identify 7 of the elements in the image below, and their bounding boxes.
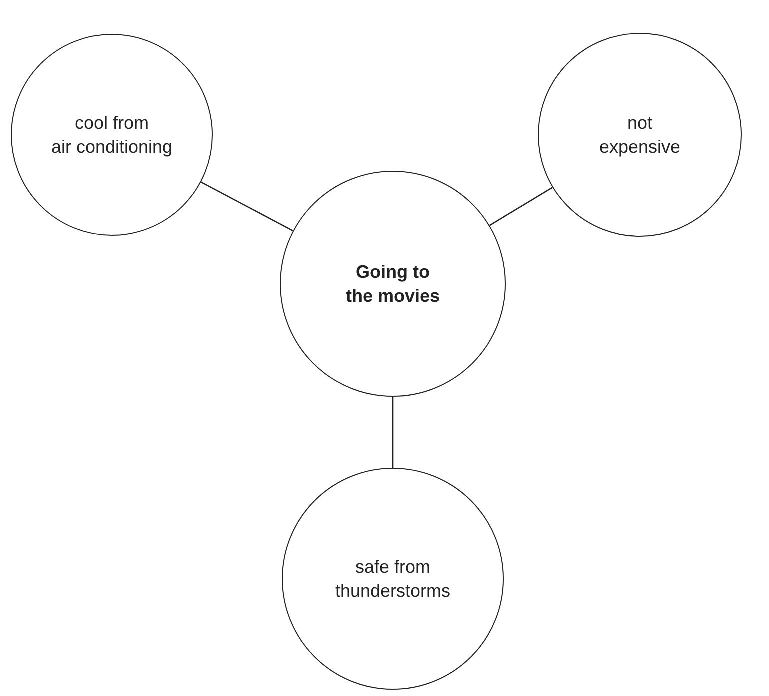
node-label: not expensive (599, 112, 681, 159)
connector-line (489, 187, 553, 226)
connector-line (200, 182, 294, 232)
connector-line (392, 397, 394, 468)
node-label: Going to the movies (346, 260, 440, 308)
node-label: safe from thunderstorms (335, 556, 451, 603)
node-label: cool from air conditioning (51, 112, 173, 159)
